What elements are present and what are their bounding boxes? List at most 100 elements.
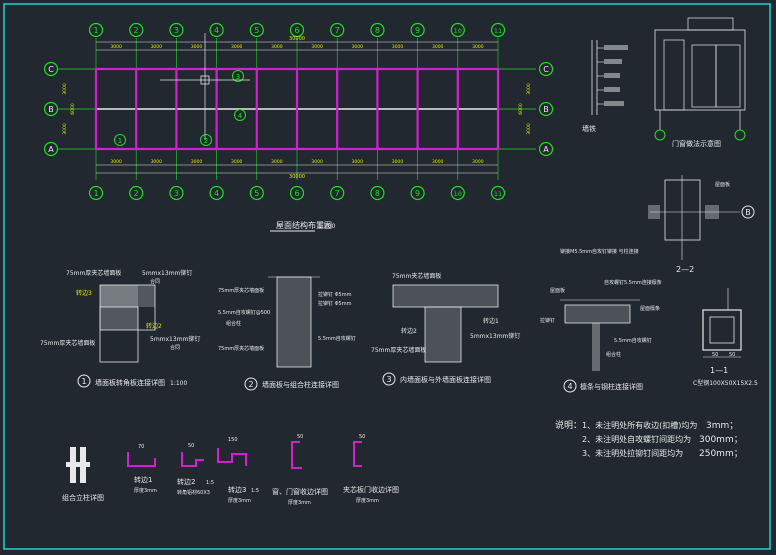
top-col-label-7: 7 <box>335 26 340 35</box>
left-row-label-C: C <box>48 65 54 74</box>
edge-5-title: 夹芯板门收边详图 <box>343 485 399 494</box>
detail-1-label-8: 转边3 <box>76 289 92 297</box>
top-col-label-9: 9 <box>415 26 420 35</box>
right-dim-2: 3000 <box>526 123 532 135</box>
section-2-2-label-b: 屋面板 <box>715 181 730 188</box>
right-row-label-A: A <box>543 145 549 154</box>
detail-1-label-6: 合同 <box>170 344 180 351</box>
detail-4-num: 4 <box>567 382 572 391</box>
crosshair-cursor <box>160 33 250 140</box>
detail-2-title: 墙面板与组合柱连接详图 <box>262 380 339 389</box>
top-col-label-5: 5 <box>254 26 259 35</box>
plan-callout-label-4: 4 <box>238 112 243 120</box>
top-col-label-1: 1 <box>93 26 98 35</box>
top-col-bubble-8 <box>370 22 385 38</box>
plan-title: 屋面结构布置图 <box>276 220 332 230</box>
detail-2-num: 2 <box>248 380 253 389</box>
left-dim-1: 3000 <box>62 83 68 95</box>
note-1: 1、未注明处所有收边(扣槽)均为 <box>582 420 697 430</box>
detail-3-num: 3 <box>386 375 391 384</box>
bottom-col-label-5: 5 <box>254 189 259 198</box>
wall-detail: 墙铁 <box>582 40 628 133</box>
right-dim-1: 3000 <box>526 83 532 95</box>
edge-2-scale: 1:5 <box>206 480 214 486</box>
top-col-bubble-7 <box>330 22 345 38</box>
bottom-span-dim-1: 3000 <box>110 159 122 165</box>
bottom-col-bubble-11 <box>490 185 506 201</box>
detail-4-label-2: 拉铆钉 <box>540 317 555 324</box>
bottom-span-dim-6: 3000 <box>311 159 323 165</box>
right-total-dim: 6000 <box>518 103 524 115</box>
detail-3: 75mm夹芯墙面板 转边2 5mmx13mm铆钉 75mm厚夹芯墙面板 转边1 … <box>371 272 520 386</box>
top-col-bubble-3 <box>169 22 184 38</box>
detail-3-label-2: 转边2 <box>401 327 417 335</box>
section-1-1: 50 50 1—1 C型钢100X50X15X2.5 <box>693 288 758 387</box>
top-span-dim-8: 3000 <box>392 44 404 50</box>
plan-callout-label-3: 3 <box>236 73 240 81</box>
bottom-col-label-9: 9 <box>415 189 420 198</box>
bottom-col-label-10: 10 <box>454 190 462 198</box>
bottom-col-bubble-3 <box>169 185 184 201</box>
detail-3-label-5: 转边1 <box>483 317 499 325</box>
detail-2-label-7: 拉铆钉 Φ5mm <box>318 300 352 307</box>
plan-scale: 1:200 <box>318 223 335 230</box>
plan-callout-bubble-2 <box>200 134 212 146</box>
top-span-dim-4: 3000 <box>231 44 243 50</box>
top-col-bubble-6 <box>289 22 305 38</box>
detail-2-label-4: 5.5mm自攻螺钉 <box>318 335 356 342</box>
right-row-bubble-A <box>538 141 554 157</box>
top-span-dim-1: 3000 <box>110 44 122 50</box>
detail-4: 屋面板 拉铆钉 自攻螺钉5.5mm连接檩条 屋面檩条 5.5mm自攻螺钉 组合柱… <box>540 279 662 393</box>
top-span-dim-3: 3000 <box>191 44 203 50</box>
column-detail-title: 组合立柱详图 <box>62 493 104 502</box>
plan-callout-bubble-3 <box>232 70 244 82</box>
detail-1-label-3: 合同 <box>150 278 160 285</box>
edge-2-note: 转角铝材60X3 <box>177 489 210 496</box>
detail-2-label-1: 75mm厚夹芯墙面板 <box>218 287 264 294</box>
edge-3-scale: 1:5 <box>251 488 259 494</box>
bottom-col-label-6: 6 <box>294 189 299 198</box>
detail-1-scale: 1:100 <box>170 380 187 387</box>
top-span-dim-10: 3000 <box>472 44 484 50</box>
right-row-bubble-B <box>538 101 554 117</box>
top-col-label-2: 2 <box>134 26 139 35</box>
top-span-dim-6: 3000 <box>311 44 323 50</box>
bottom-span-dim-9: 3000 <box>432 159 444 165</box>
notes: 说明： 1、未注明处所有收边(扣槽)均为 3mm； 2、未注明处自攻螺钉间距均为… <box>555 419 743 459</box>
bottom-details: 组合立柱详图 70 转边1 厚度3mm 50 转边2 1:5 转角铝材60X3 … <box>62 434 399 506</box>
edge-2-dim: 50 <box>188 443 194 449</box>
top-span-dim-7: 3000 <box>352 44 364 50</box>
right-row-label-B: B <box>543 105 549 114</box>
note-1-value: 3mm； <box>706 421 738 431</box>
top-col-label-8: 8 <box>375 26 380 35</box>
bottom-col-label-3: 3 <box>174 189 179 198</box>
detail-1: 75mm厚夹芯墙面板 5mmx13mm铆钉 合同 转边3 转边2 5mmx13m… <box>40 269 200 388</box>
edge-3-dim: 150 <box>228 437 238 443</box>
top-span-dim-5: 3000 <box>271 44 283 50</box>
plan-callout-label-1: 1 <box>118 137 122 145</box>
edge-4-dim: 50 <box>297 434 303 440</box>
bottom-span-dim-5: 3000 <box>271 159 283 165</box>
bottom-span-dim-7: 3000 <box>352 159 364 165</box>
top-total-dim: 30000 <box>289 36 305 42</box>
bottom-col-bubble-5 <box>249 185 264 201</box>
bottom-span-dim-4: 3000 <box>231 159 243 165</box>
left-row-bubble-C <box>43 61 59 77</box>
top-col-label-10: 10 <box>454 27 462 35</box>
detail-4-label-1: 屋面板 <box>550 287 565 294</box>
left-row-bubble-B <box>43 101 59 117</box>
detail-4-label-3: 自攻螺钉5.5mm连接檩条 <box>604 279 662 286</box>
detail-3-label-4: 75mm厚夹芯墙面板 <box>371 346 426 354</box>
bottom-total-dim: 30000 <box>289 174 305 180</box>
plan-callout-bubble-4 <box>234 109 246 121</box>
left-row-label-A: A <box>48 145 54 154</box>
detail-1-label-7: 75mm厚夹芯墙面板 <box>40 339 95 347</box>
notes-heading: 说明： <box>555 419 582 431</box>
top-col-label-11: 11 <box>494 27 502 35</box>
edge-2-title: 转边2 <box>177 477 195 486</box>
bottom-col-label-8: 8 <box>375 189 380 198</box>
edge-4-title: 窗、门窗收边详图 <box>272 487 328 496</box>
edge-1-title: 转边1 <box>134 475 152 484</box>
bottom-col-bubble-8 <box>370 185 385 201</box>
